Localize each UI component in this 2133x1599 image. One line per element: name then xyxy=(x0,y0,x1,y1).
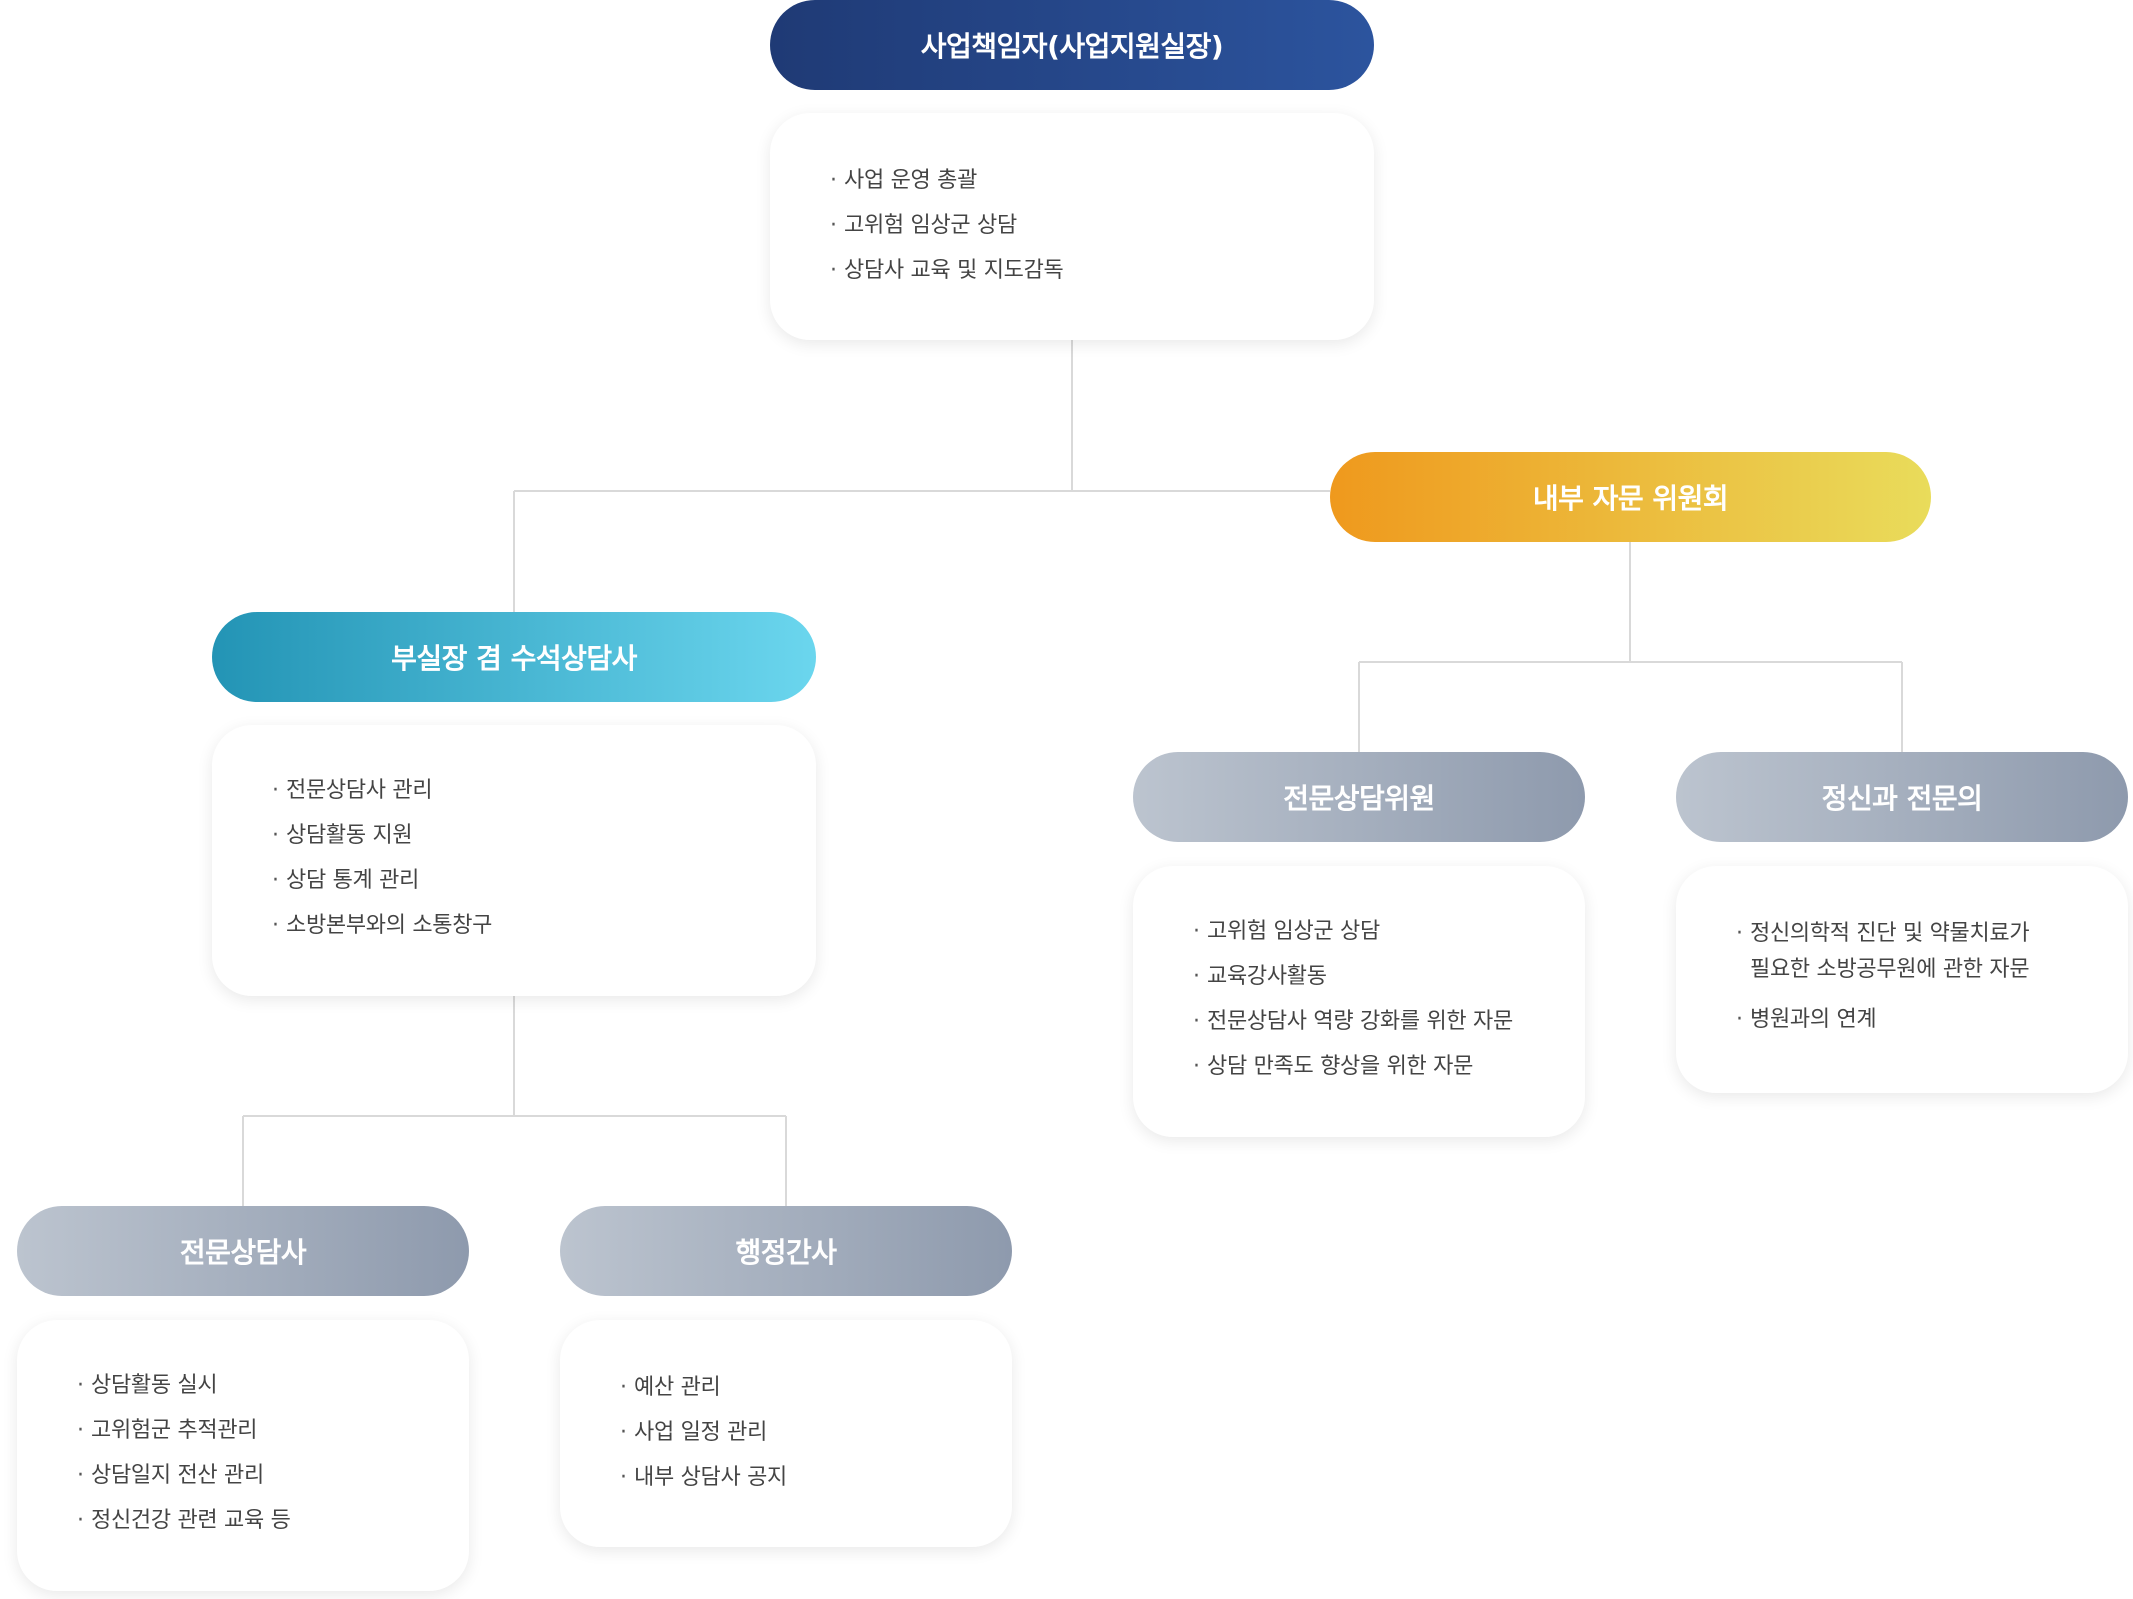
admin-duty-list: 예산 관리 사업 일정 관리 내부 상담사 공지 xyxy=(620,1365,1012,1500)
list-item: 고위험군 추적관리 xyxy=(77,1408,469,1453)
list-item: 병원과의 연계 xyxy=(1736,997,2128,1042)
counselor-title-text: 전문상담사 xyxy=(179,1236,307,1269)
psychiatrist-duty-line: 필요한 소방공무원에 관한 자문 xyxy=(1750,957,2030,982)
expert-member-title-text: 전문상담위원 xyxy=(1283,782,1435,815)
list-item: 상담활동 지원 xyxy=(272,813,816,858)
list-item: 상담일지 전산 관리 xyxy=(77,1453,469,1498)
admin-duties-card: 예산 관리 사업 일정 관리 내부 상담사 공지 xyxy=(560,1320,1012,1547)
deputy-duties-card: 전문상담사 관리 상담활동 지원 상담 통계 관리 소방본부와의 소통창구 xyxy=(212,725,816,996)
admin-title-text: 행정간사 xyxy=(735,1236,837,1269)
list-item: 예산 관리 xyxy=(620,1365,1012,1410)
psychiatrist-duty-list: 정신의학적 진단 및 약물치료가 필요한 소방공무원에 관한 자문 병원과의 연… xyxy=(1736,916,2128,1042)
list-item: 사업 운영 총괄 xyxy=(830,158,1374,203)
counselor-duties-card: 상담활동 실시 고위험군 추적관리 상담일지 전산 관리 정신건강 관련 교육 … xyxy=(17,1320,469,1591)
committee-title: 내부 자문 위원회 xyxy=(1330,452,1931,542)
committee-title-text: 내부 자문 위원회 xyxy=(1532,482,1729,515)
list-item: 고위험 임상군 상담 xyxy=(830,203,1374,248)
chief-title-text: 사업책임자(사업지원실장) xyxy=(920,30,1224,63)
deputy-duty-list: 전문상담사 관리 상담활동 지원 상담 통계 관리 소방본부와의 소통창구 xyxy=(272,768,816,948)
psychiatrist-duties-card: 정신의학적 진단 및 약물치료가 필요한 소방공무원에 관한 자문 병원과의 연… xyxy=(1676,866,2128,1093)
list-item: 고위험 임상군 상담 xyxy=(1193,909,1585,954)
counselor-title: 전문상담사 xyxy=(17,1206,469,1296)
psychiatrist-title: 정신과 전문의 xyxy=(1676,752,2128,842)
list-item: 상담 만족도 향상을 위한 자문 xyxy=(1193,1044,1585,1089)
chief-duty-list: 사업 운영 총괄 고위험 임상군 상담 상담사 교육 및 지도감독 xyxy=(830,158,1374,293)
list-item: 상담 통계 관리 xyxy=(272,858,816,903)
chief-title: 사업책임자(사업지원실장) xyxy=(770,0,1374,90)
psychiatrist-duty-line: 정신의학적 진단 및 약물치료가 xyxy=(1750,921,2030,946)
list-item: 사업 일정 관리 xyxy=(620,1410,1012,1455)
deputy-title-text: 부실장 겸 수석상담사 xyxy=(391,642,637,675)
list-item: 교육강사활동 xyxy=(1193,954,1585,999)
psychiatrist-title-text: 정신과 전문의 xyxy=(1821,782,1983,815)
chief-duties-card: 사업 운영 총괄 고위험 임상군 상담 상담사 교육 및 지도감독 xyxy=(770,113,1374,340)
list-item: 소방본부와의 소통창구 xyxy=(272,903,816,948)
list-item: 정신건강 관련 교육 등 xyxy=(77,1498,469,1543)
expert-member-duty-list: 고위험 임상군 상담 교육강사활동 전문상담사 역량 강화를 위한 자문 상담 … xyxy=(1193,909,1585,1089)
list-item: 상담활동 실시 xyxy=(77,1363,469,1408)
list-item: 전문상담사 관리 xyxy=(272,768,816,813)
list-item: 내부 상담사 공지 xyxy=(620,1455,1012,1500)
expert-member-duties-card: 고위험 임상군 상담 교육강사활동 전문상담사 역량 강화를 위한 자문 상담 … xyxy=(1133,866,1585,1137)
counselor-duty-list: 상담활동 실시 고위험군 추적관리 상담일지 전산 관리 정신건강 관련 교육 … xyxy=(77,1363,469,1543)
list-item: 전문상담사 역량 강화를 위한 자문 xyxy=(1193,999,1585,1044)
deputy-title: 부실장 겸 수석상담사 xyxy=(212,612,816,702)
admin-title: 행정간사 xyxy=(560,1206,1012,1296)
expert-member-title: 전문상담위원 xyxy=(1133,752,1585,842)
list-item: 상담사 교육 및 지도감독 xyxy=(830,248,1374,293)
list-item: 정신의학적 진단 및 약물치료가 필요한 소방공무원에 관한 자문 xyxy=(1736,916,2128,988)
